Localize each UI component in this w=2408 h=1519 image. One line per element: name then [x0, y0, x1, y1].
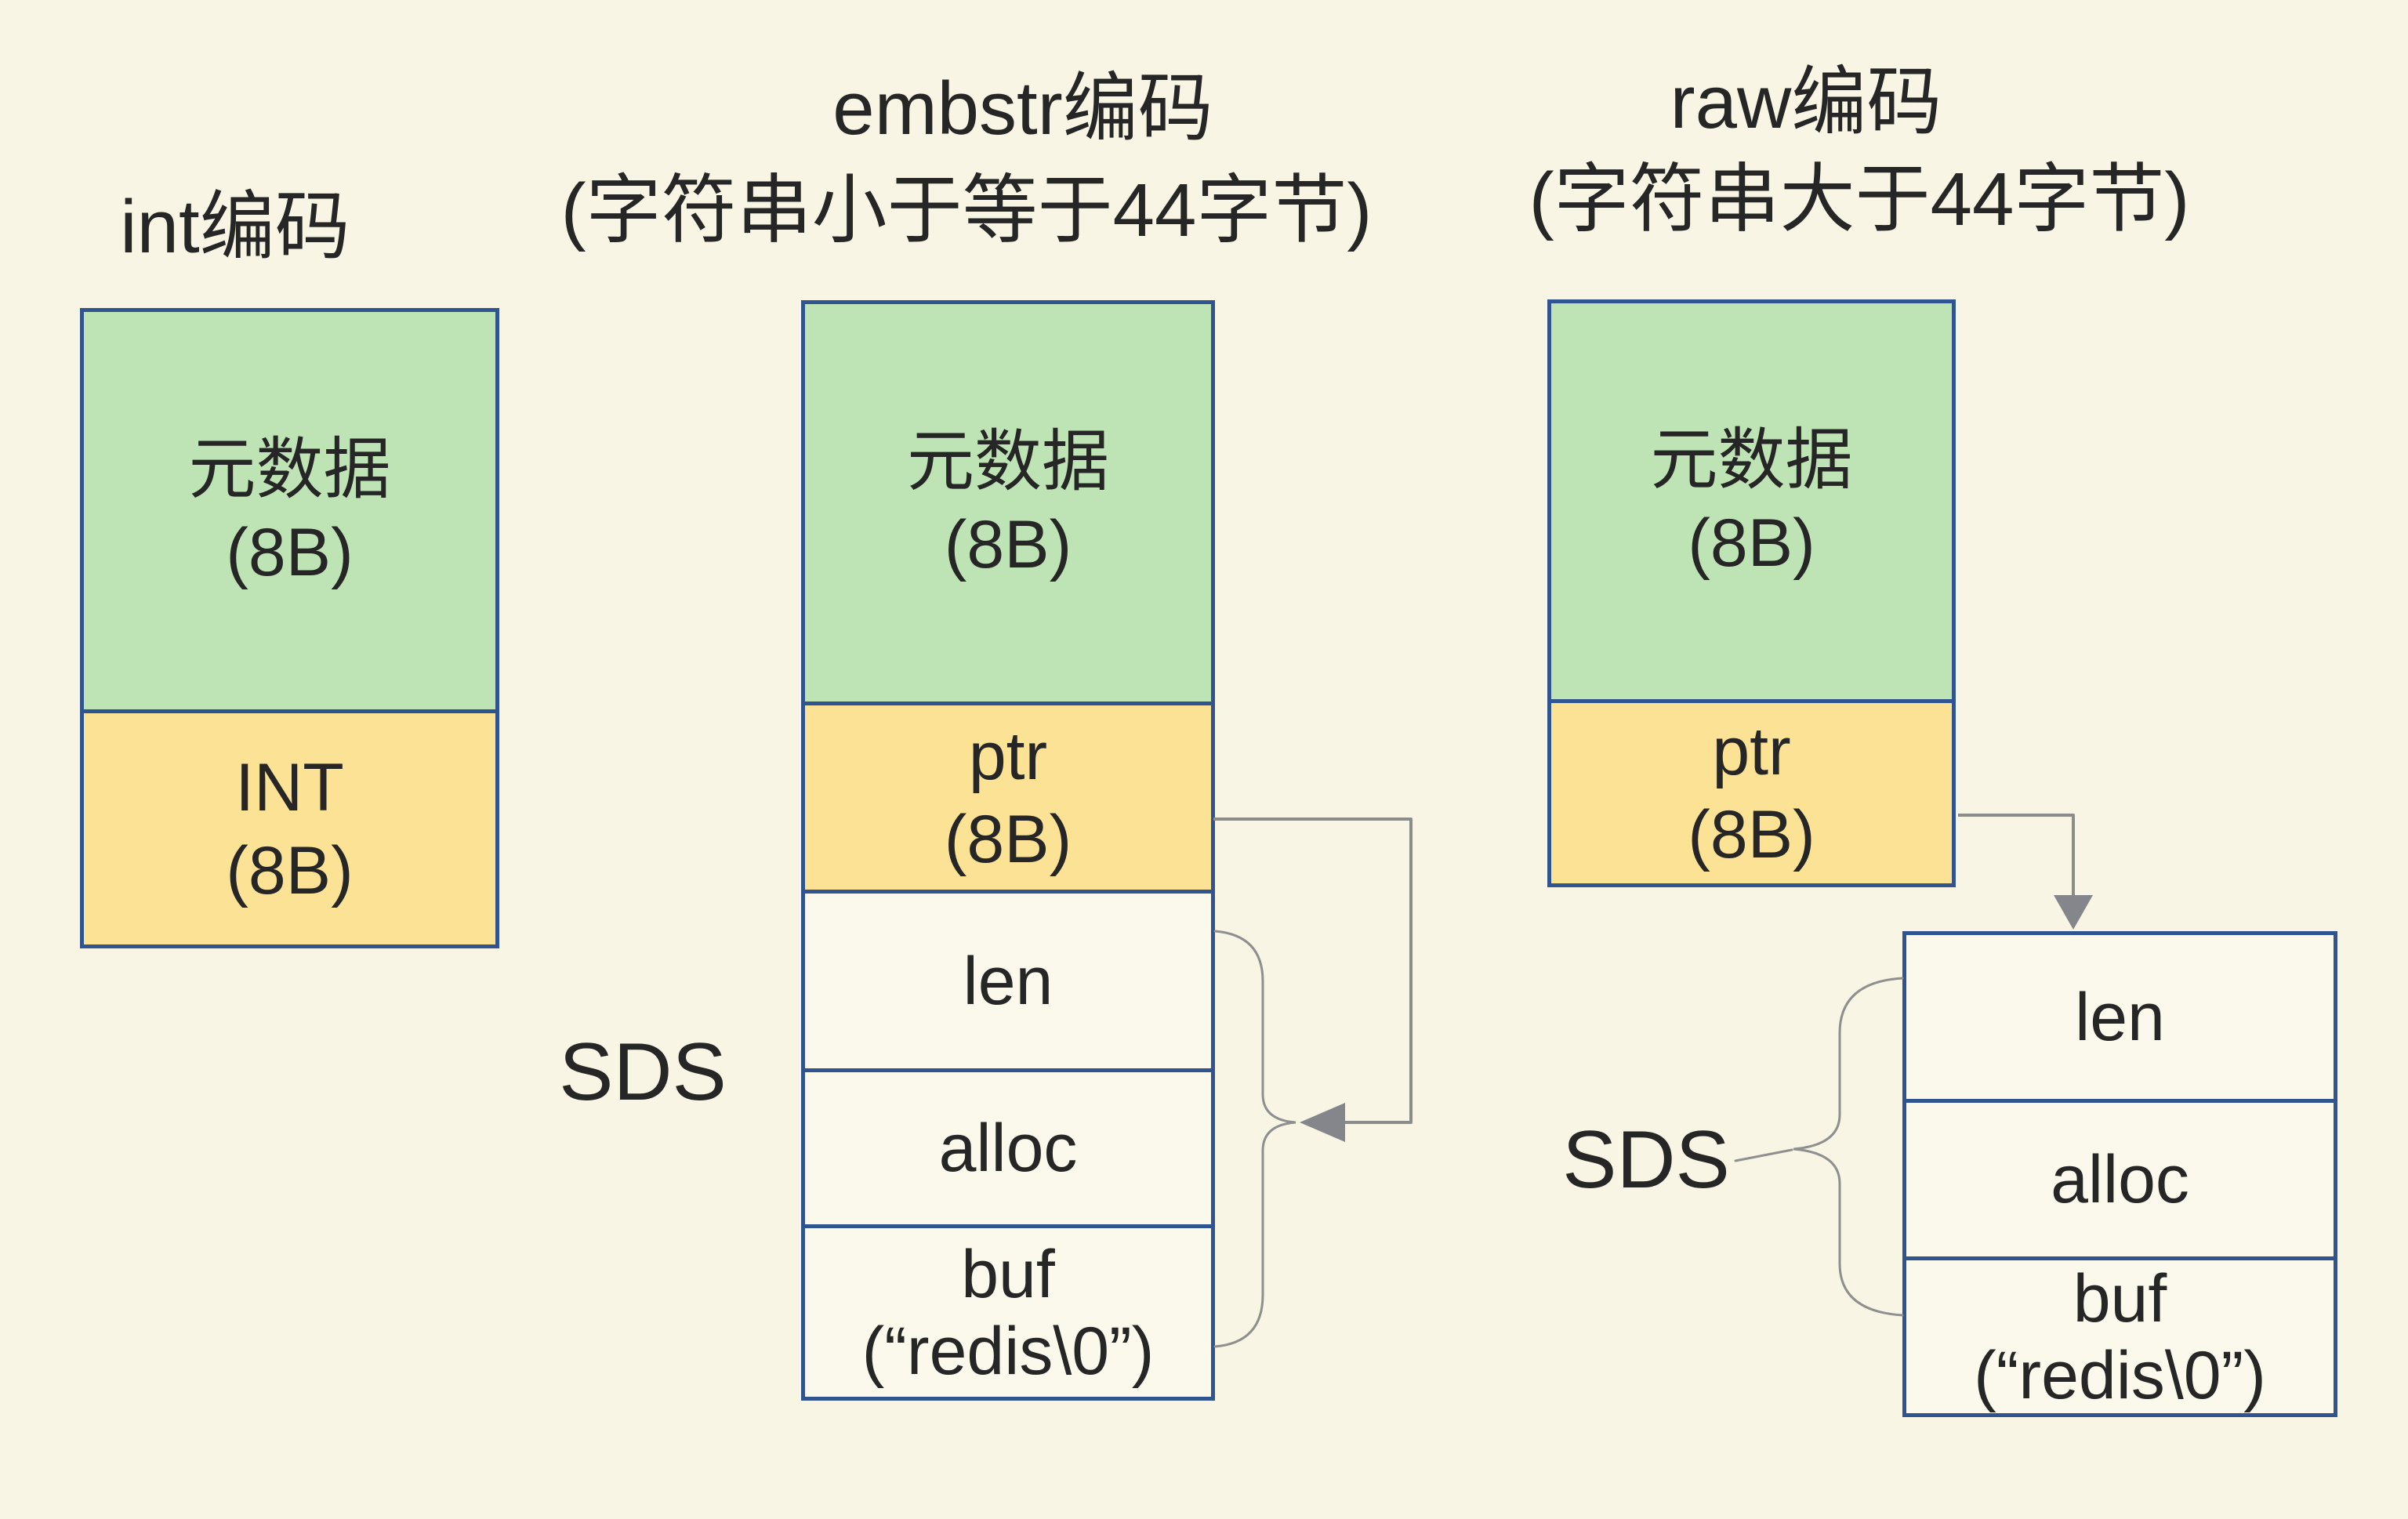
title-embstr-encoding: embstr编码: [832, 67, 1213, 150]
raw-ptr-cell: ptr (8B): [1551, 699, 1952, 883]
title-raw-encoding-condition: (字符串大于44字节): [1529, 158, 2190, 241]
buf-label: buf: [2073, 1260, 2167, 1336]
ptr-size: (8B): [1688, 797, 1815, 872]
metadata-label: 元数据: [1650, 422, 1853, 498]
embstr-ptr-cell: ptr (8B): [805, 701, 1211, 890]
embstr-stack: 元数据 (8B) ptr (8B) len alloc buf (“redis\…: [801, 300, 1215, 1401]
metadata-label: 元数据: [907, 423, 1109, 499]
embstr-alloc-cell: alloc: [805, 1068, 1211, 1224]
metadata-size: (8B): [226, 514, 354, 590]
embstr-metadata-cell: 元数据 (8B): [805, 304, 1211, 701]
int-stack: 元数据 (8B) INT (8B): [80, 308, 499, 948]
raw-len-cell: len: [1906, 935, 2334, 1099]
raw-alloc-cell: alloc: [1906, 1099, 2334, 1256]
embstr-sds-brace-icon: [1213, 930, 1296, 1348]
title-embstr-encoding-condition: (字符串小于等于44字节): [560, 169, 1373, 252]
embstr-buf-cell: buf (“redis\0”): [805, 1224, 1211, 1397]
raw-buf-cell: buf (“redis\0”): [1906, 1256, 2334, 1413]
metadata-label: 元数据: [188, 431, 391, 507]
raw-ptr-arrow-line: [1958, 814, 2075, 898]
embstr-arrowhead-left-icon: [1300, 1103, 1345, 1142]
embstr-ptr-loop-arrow-line: [1213, 818, 1413, 1124]
int-value-cell: INT (8B): [84, 709, 495, 944]
buf-value: (“redis\0”): [1974, 1337, 2266, 1413]
raw-sds-brace-icon: [1793, 977, 1904, 1317]
title-int-encoding: int编码: [120, 185, 350, 269]
embstr-len-cell: len: [805, 890, 1211, 1068]
alloc-label: alloc: [938, 1111, 1078, 1186]
ptr-size: (8B): [944, 801, 1072, 877]
ptr-label: ptr: [1712, 714, 1791, 789]
ptr-label: ptr: [968, 718, 1048, 794]
raw-arrowhead-down-icon: [2054, 895, 2093, 930]
buf-value: (“redis\0”): [861, 1313, 1155, 1389]
len-label: len: [963, 943, 1054, 1019]
raw-object-stack: 元数据 (8B) ptr (8B): [1547, 299, 1956, 887]
raw-metadata-cell: 元数据 (8B): [1551, 303, 1952, 699]
raw-sds-stack: len alloc buf (“redis\0”): [1902, 931, 2337, 1417]
alloc-label: alloc: [2051, 1142, 2189, 1217]
len-label: len: [2075, 979, 2165, 1055]
int-size: (8B): [226, 832, 354, 908]
int-metadata-cell: 元数据 (8B): [84, 312, 495, 709]
metadata-size: (8B): [944, 506, 1072, 582]
title-raw-encoding: raw编码: [1670, 60, 1942, 144]
metadata-size: (8B): [1688, 505, 1815, 581]
sds-label-raw: SDS: [1562, 1115, 1730, 1205]
sds-label-embstr: SDS: [559, 1027, 727, 1118]
buf-label: buf: [961, 1236, 1055, 1312]
int-label: INT: [235, 749, 344, 825]
